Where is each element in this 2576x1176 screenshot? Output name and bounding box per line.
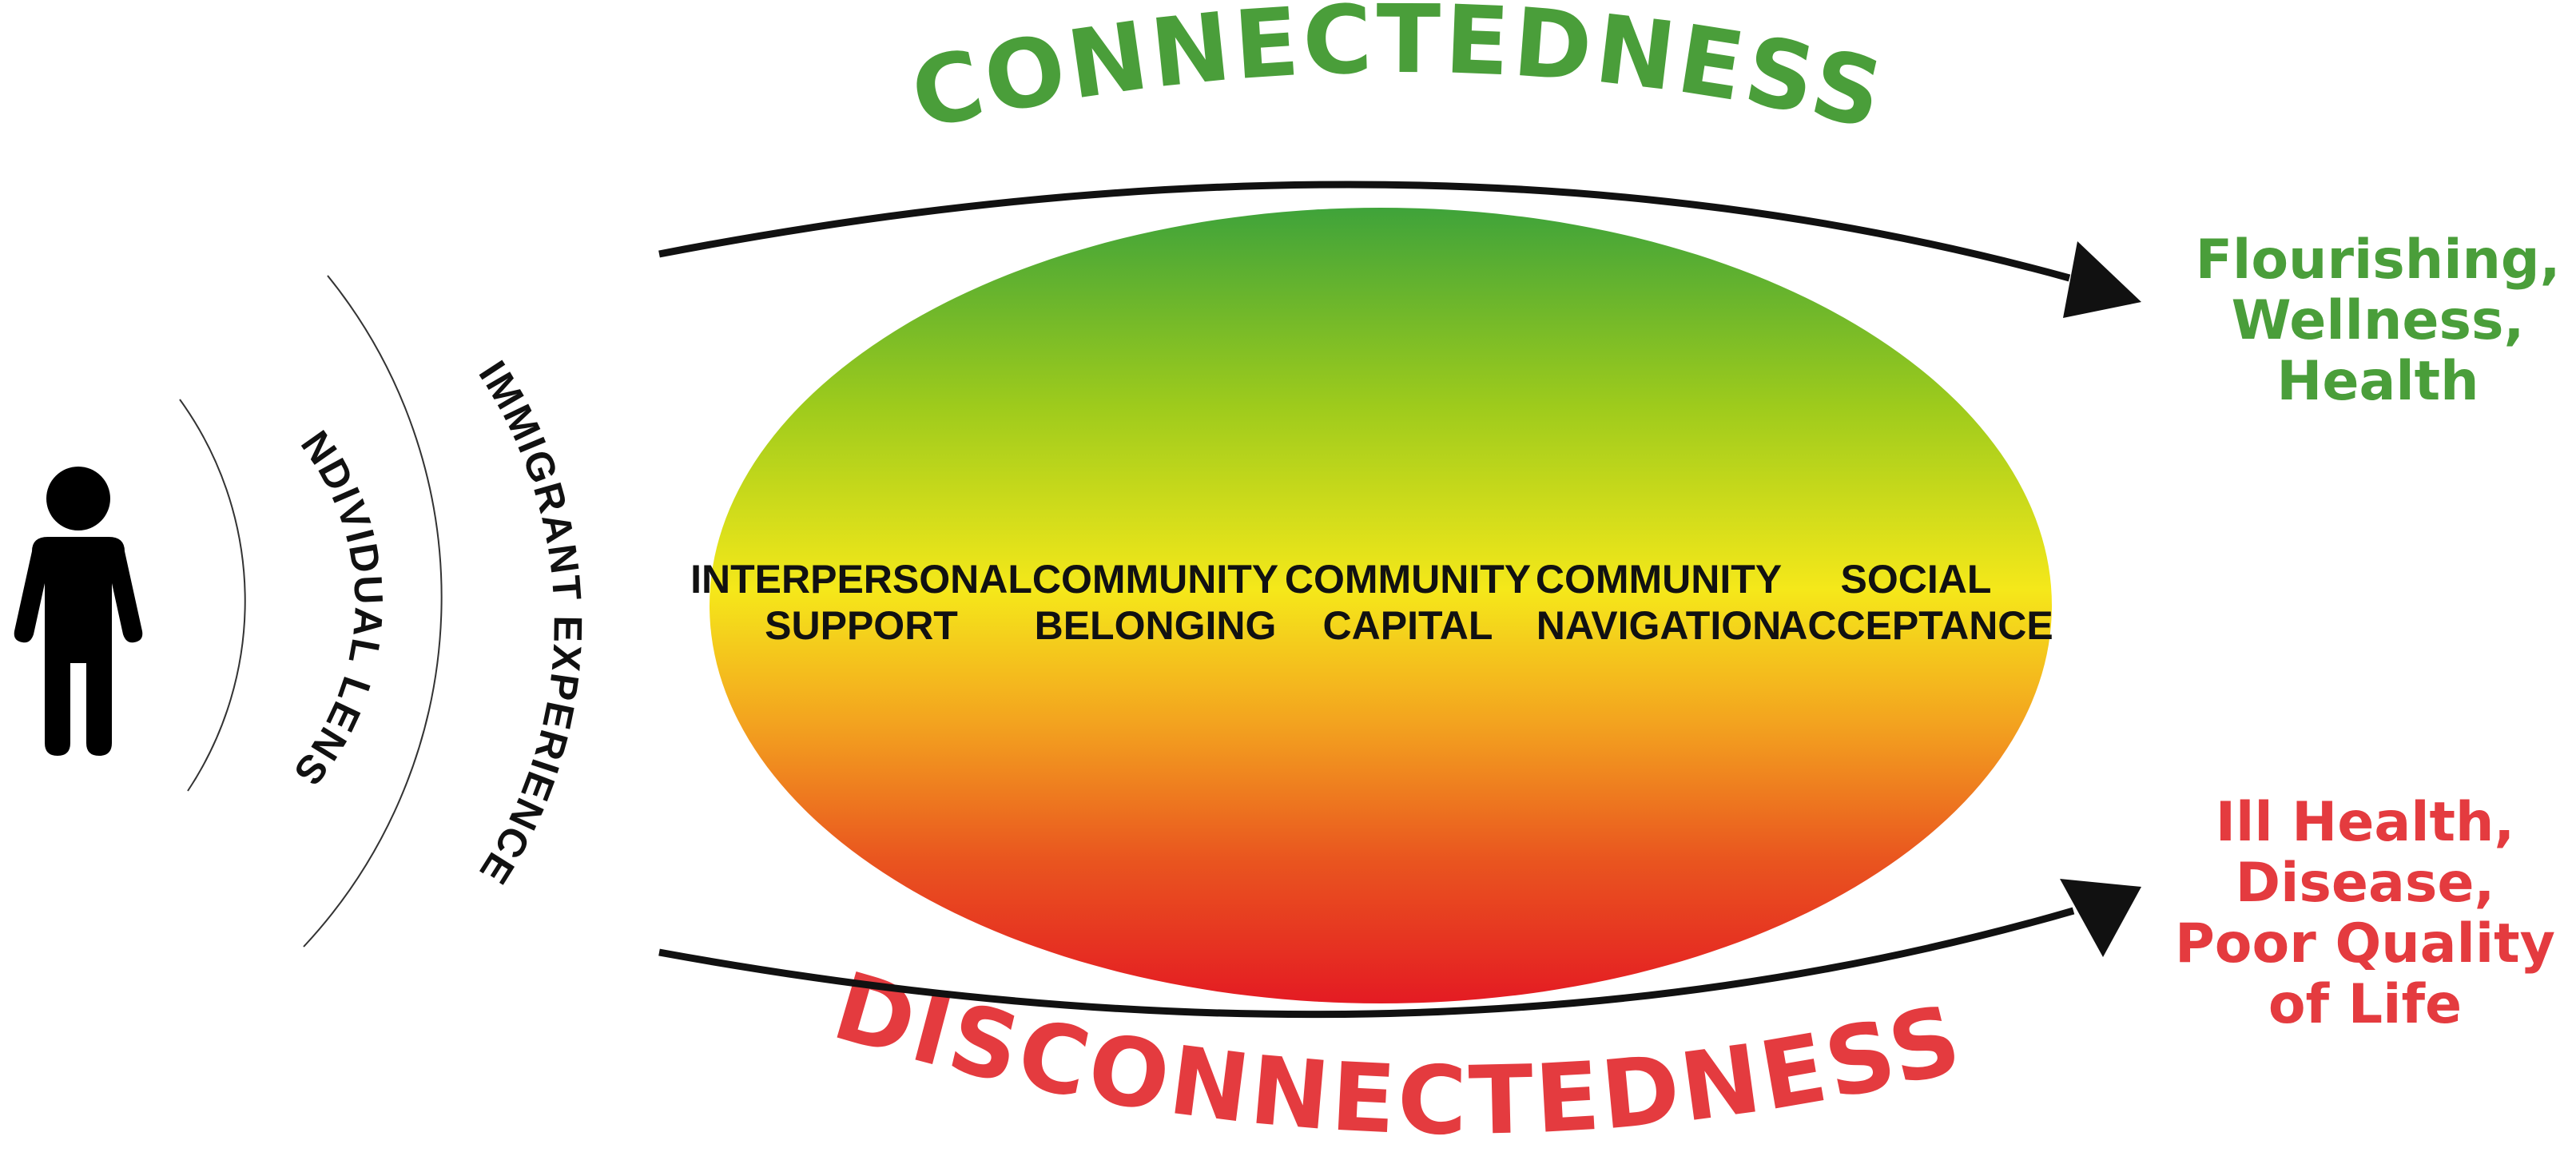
outcome-line: Poor Quality bbox=[2175, 912, 2555, 975]
factor-line2: SUPPORT bbox=[765, 603, 958, 648]
factor-line1: COMMUNITY bbox=[1285, 557, 1531, 602]
disconnectedness-arrow bbox=[658, 907, 2075, 1019]
factor-line2: BELONGING bbox=[1035, 603, 1277, 648]
factor-oval bbox=[710, 208, 2052, 1003]
positive-outcome: Flourishing, Wellness, Health bbox=[2196, 228, 2561, 413]
factor-community-capital: COMMUNITY CAPITAL bbox=[1285, 557, 1531, 648]
factor-social-acceptance: SOCIAL ACCEPTANCE bbox=[1779, 557, 2053, 648]
factor-line2: CAPITAL bbox=[1323, 603, 1493, 648]
outcome-line: of Life bbox=[2268, 973, 2462, 1036]
outcome-line: Flourishing, bbox=[2196, 228, 2561, 292]
factor-line1: COMMUNITY bbox=[1536, 557, 1782, 602]
factor-line2: NAVIGATION bbox=[1536, 603, 1781, 648]
connectedness-arrowhead bbox=[2063, 241, 2141, 318]
factor-community-navigation: COMMUNITY NAVIGATION bbox=[1536, 557, 1782, 648]
outcome-line: Wellness, bbox=[2232, 289, 2525, 352]
factor-community-belonging: COMMUNITY BELONGING bbox=[1032, 557, 1278, 648]
disconnectedness-arrowhead bbox=[2060, 879, 2141, 957]
outcome-line: Disease, bbox=[2236, 852, 2495, 915]
factor-line1: SOCIAL bbox=[1841, 557, 1992, 602]
outcome-line: Ill Health, bbox=[2216, 791, 2515, 854]
person-icon bbox=[14, 467, 143, 756]
connectedness-arrow bbox=[658, 181, 2071, 282]
factor-line1: INTERPERSONAL bbox=[690, 557, 1032, 602]
inner-lens-arc bbox=[179, 399, 246, 792]
outcome-line: Health bbox=[2276, 350, 2479, 413]
outer-lens-label: IMMIGRANT EXPERIENCE bbox=[471, 353, 590, 893]
factor-interpersonal-support: INTERPERSONAL SUPPORT bbox=[690, 557, 1032, 648]
factor-line1: COMMUNITY bbox=[1032, 557, 1278, 602]
connectedness-label: CONNECTEDNESS bbox=[902, 0, 1895, 151]
outer-lens-arc bbox=[303, 275, 443, 948]
factor-line2: ACCEPTANCE bbox=[1779, 603, 2053, 648]
negative-outcome: Ill Health, Disease, Poor Quality of Lif… bbox=[2175, 791, 2555, 1036]
